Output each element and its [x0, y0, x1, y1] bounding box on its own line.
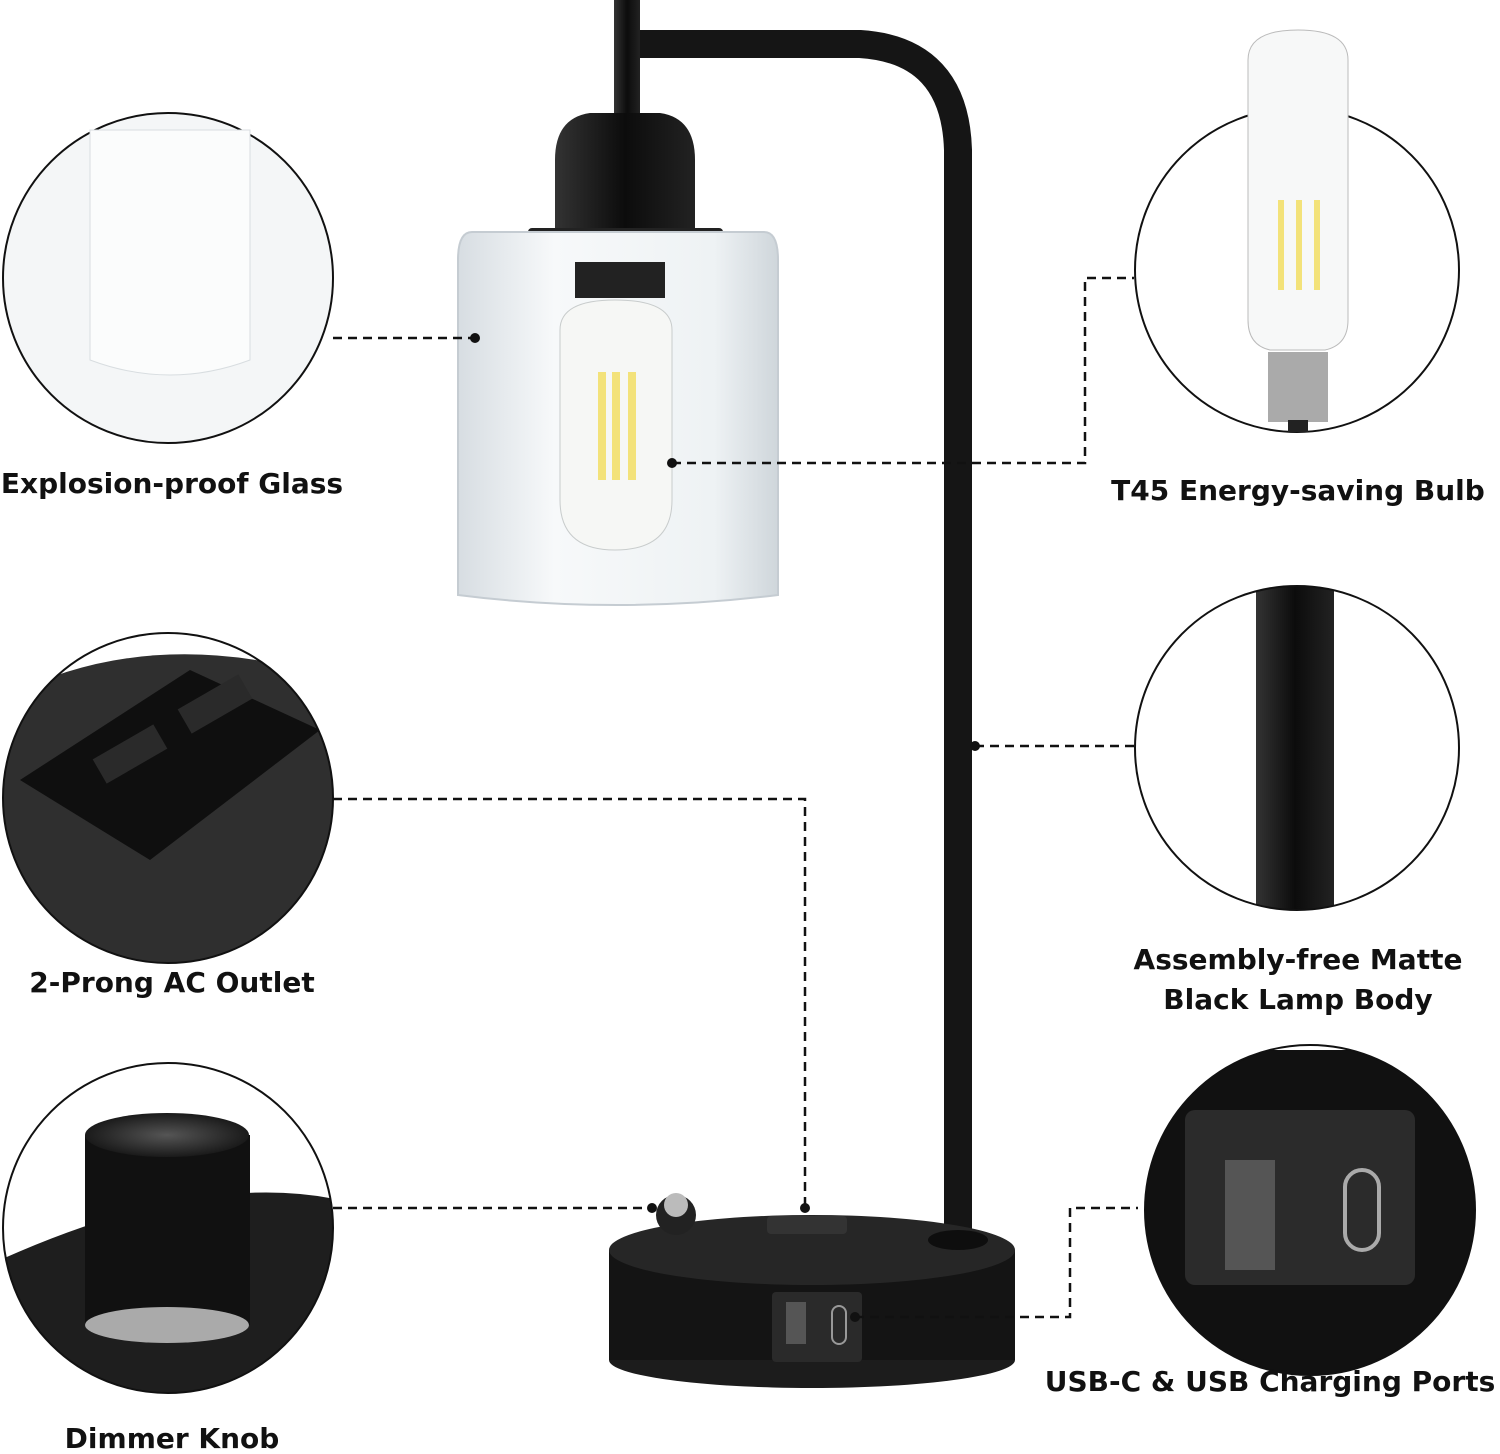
glass-label: Explosion-proof Glass — [0, 467, 344, 500]
glass-shade — [457, 231, 779, 606]
dimmer-label: Dimmer Knob — [64, 1422, 280, 1454]
dimmer-detail-circle — [2, 1062, 334, 1394]
ports-detail-circle — [1144, 1044, 1476, 1376]
leader-dots — [470, 333, 980, 1322]
bulb-detail-circle — [1134, 29, 1460, 433]
glass-detail-circle — [2, 112, 334, 444]
ports-label: USB-C & USB Charging Ports — [1044, 1365, 1496, 1398]
lamp-base — [609, 1193, 1015, 1388]
body-detail-circle — [1134, 585, 1460, 911]
body-label-line1: Assembly-free Matte — [1133, 943, 1463, 976]
bulb-label: T45 Energy-saving Bulb — [1111, 474, 1485, 507]
leader-lines — [333, 276, 1138, 1319]
lamp-socket — [528, 113, 723, 242]
outlet-detail-circle — [2, 632, 334, 964]
outlet-label: 2-Prong AC Outlet — [29, 966, 315, 999]
body-label-line2: Black Lamp Body — [1163, 983, 1433, 1016]
